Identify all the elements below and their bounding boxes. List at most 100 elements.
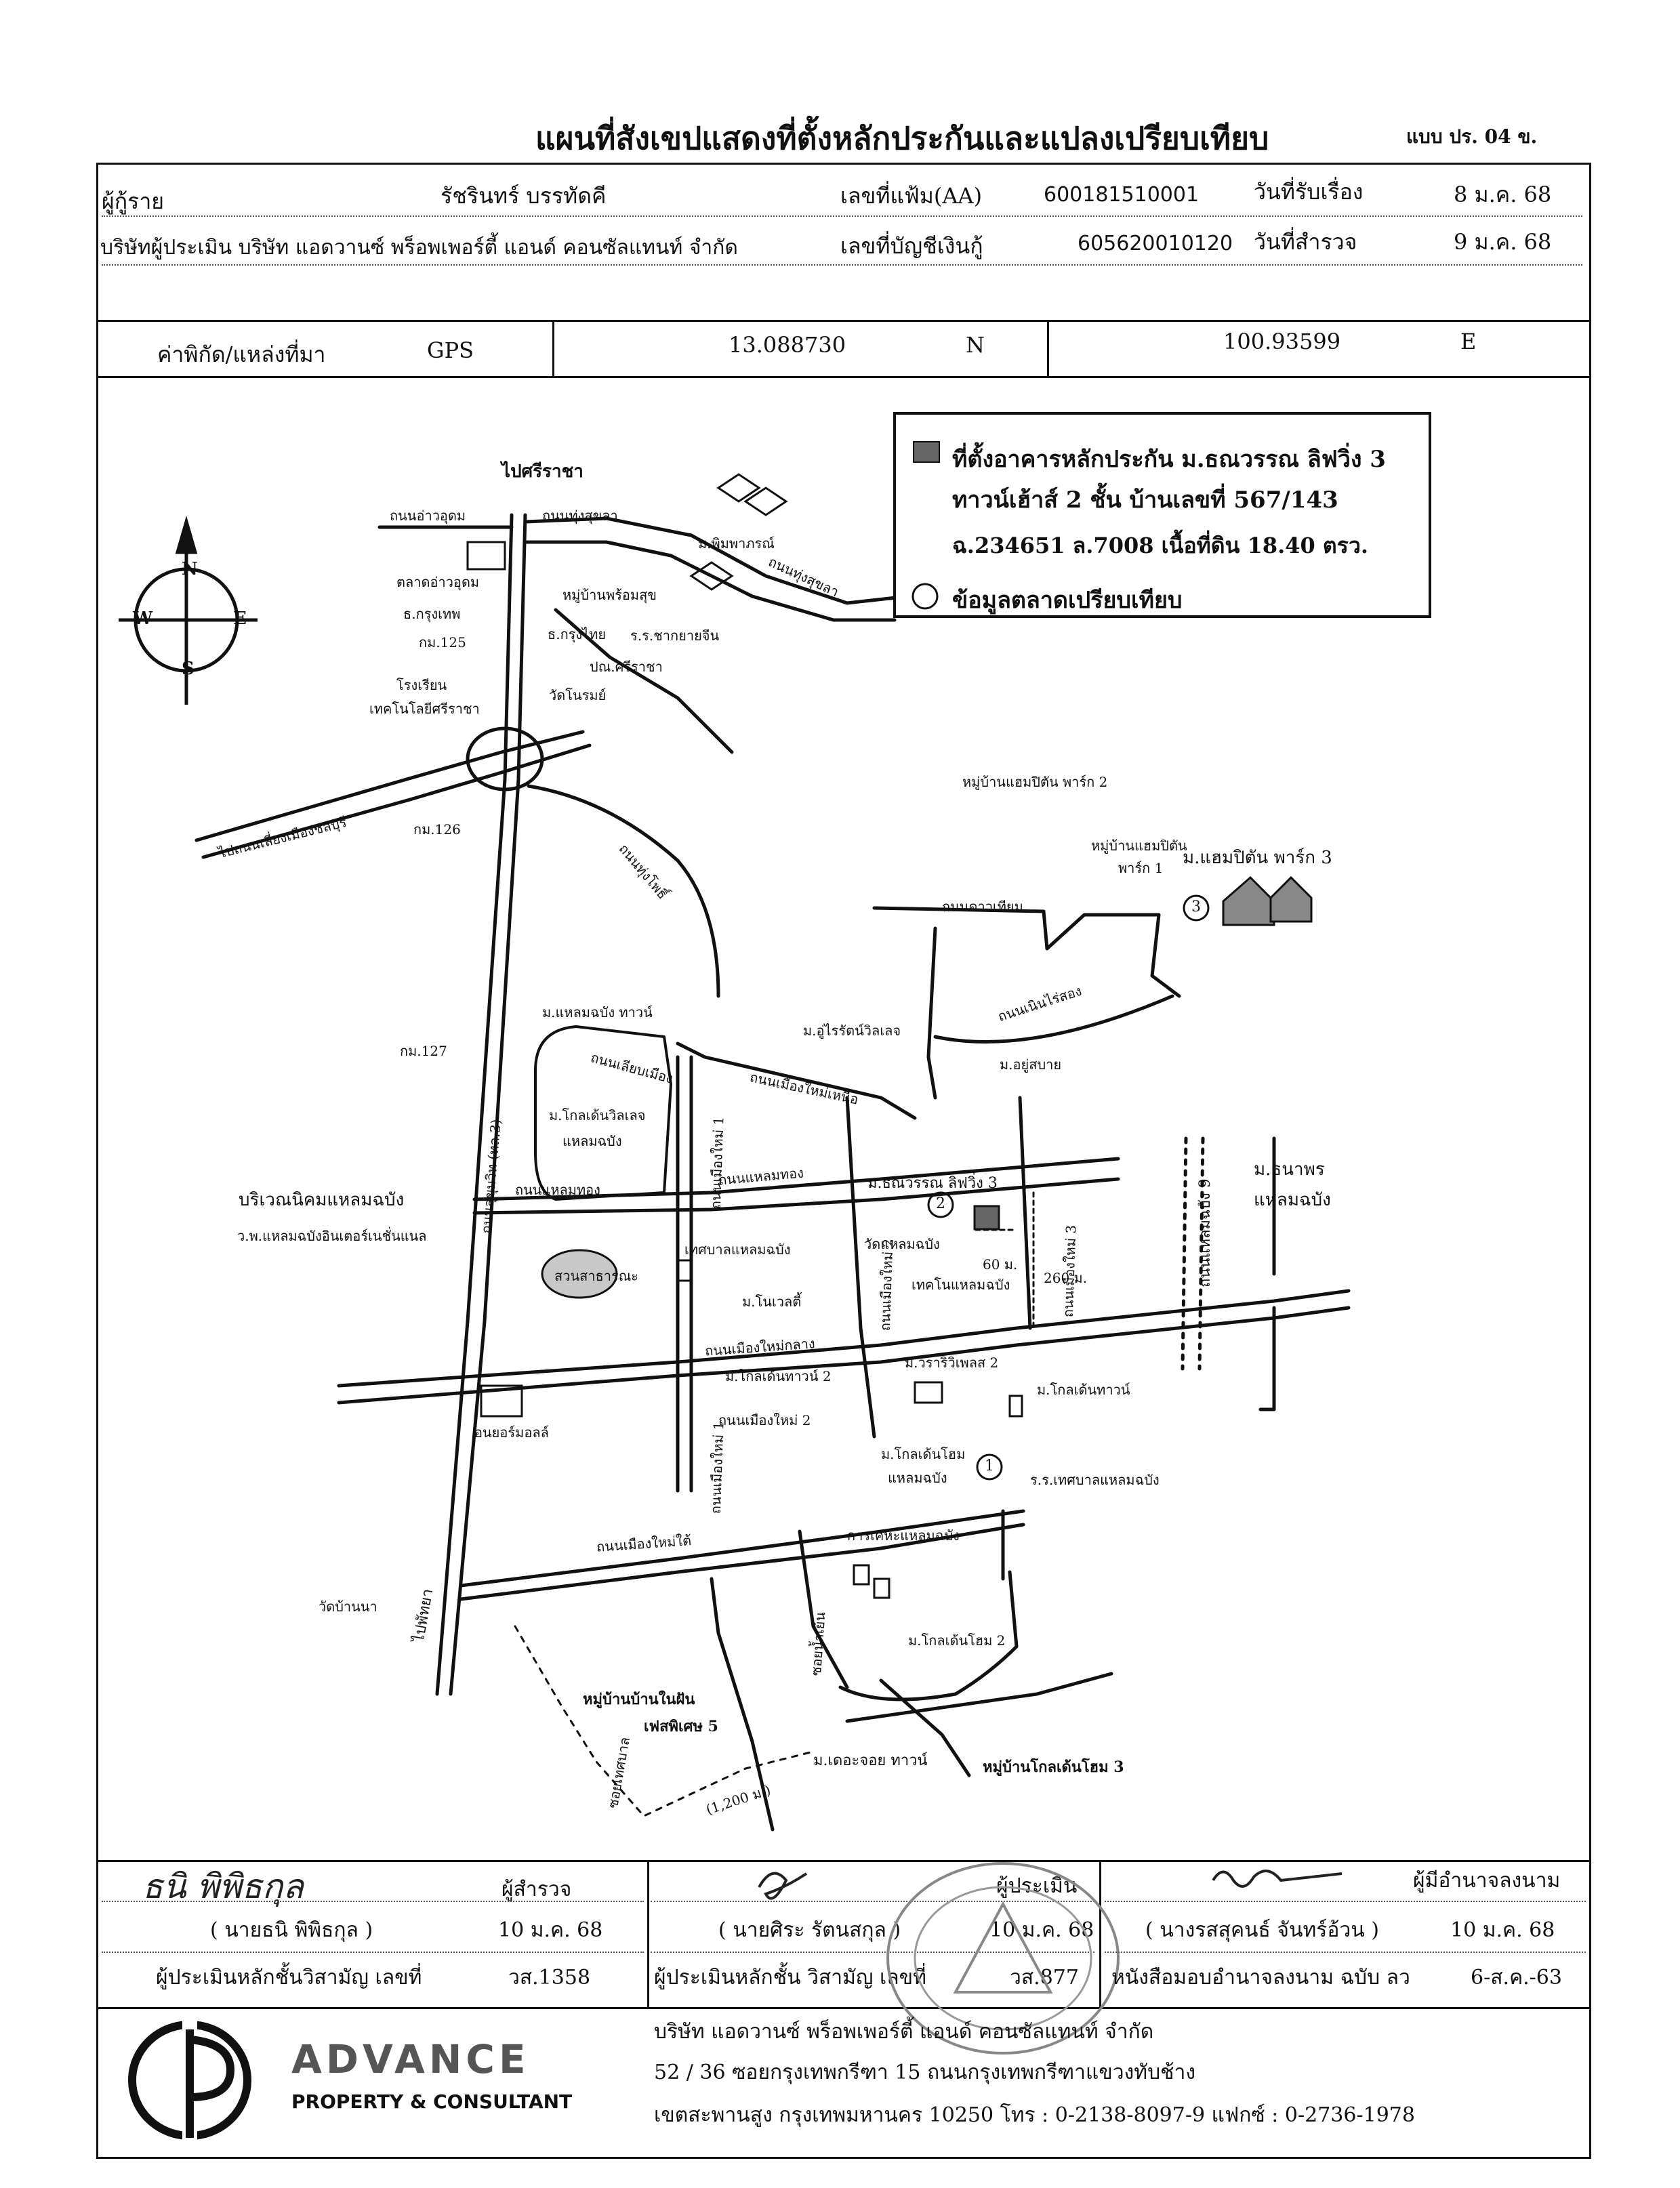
file-no: 600181510001 xyxy=(1044,183,1200,207)
comparable-marker-2: 2 xyxy=(936,1195,945,1212)
label-hospital: ว.พ.แหลมฉบังอินเตอร์เนชั่นแนล xyxy=(237,1228,427,1244)
label-park: สวนสาธารณะ xyxy=(554,1268,639,1284)
compass-w: W xyxy=(133,608,153,629)
subject-property-icon xyxy=(973,1205,1000,1231)
latitude: 13.088730 xyxy=(729,332,846,358)
label-golden-village2: แหลมฉบัง xyxy=(562,1133,622,1149)
label-thung-sukhla-road1: ถนนทุ่งสุขลา xyxy=(542,508,618,524)
coords-source: GPS xyxy=(427,337,474,363)
surveyor-title: ผู้ประเมินหลักชั้นวิสามัญ เลขที่ xyxy=(156,1966,422,1989)
label-thanaporn1: ม.ธนาพร xyxy=(1254,1159,1325,1180)
label-km125: กม.125 xyxy=(419,634,466,651)
label-ou-ratsamee: ม.อู่ไรรัตน์วิลเลจ xyxy=(803,1023,901,1039)
company-logo-subtitle: PROPERTY & CONSULTANT xyxy=(291,2090,573,2113)
label-laem-chabang-9: ถนนแหลมฉบัง 9 xyxy=(1197,1178,1214,1287)
legend-comparable: ข้อมูลตลาดเปรียบเทียบ xyxy=(952,587,1183,614)
outer-frame xyxy=(96,163,1591,2159)
company-name: บริษัท แอดวานซ์ พร็อพเพอร์ตี้ แอนด์ คอนซ… xyxy=(654,2020,1154,2044)
label-tech-school2: เทคโนโลยีศรีราชา xyxy=(369,701,480,717)
authority-role: ผู้มีอำนาจลงนาม xyxy=(1413,1869,1561,1893)
label-golden-home3b: หมู่บ้านโกลเด้นโฮม 3 xyxy=(983,1758,1124,1776)
survey-date: 9 ม.ค. 68 xyxy=(1454,229,1552,255)
legend-subject-swatch xyxy=(913,441,940,463)
authority-signature xyxy=(1212,1870,1343,1888)
page-title: แผนที่สังเขปแสดงที่ตั้งหลักประกันและแปลง… xyxy=(535,120,1269,157)
compass-s: S xyxy=(182,659,194,679)
label-golden-town2: ม.โกลเด้นทาวน์ 2 xyxy=(725,1368,832,1384)
surveyor-license: วส.1358 xyxy=(508,1966,591,1989)
comparable-marker-3: 3 xyxy=(1191,899,1201,915)
label-krungthai-bank: ธ.กรุงไทย xyxy=(548,626,607,642)
account-label: เลขที่บัญชีเงินกู้ xyxy=(840,233,983,259)
label-golden-town: ม.โกลเด้นทาวน์ xyxy=(1037,1382,1130,1398)
label-laem-chabang-school: ร.ร.เทศบาลแหลมฉบัง xyxy=(1030,1472,1160,1488)
label-anyor-mall: อนยอร์มอลล์ xyxy=(474,1424,549,1441)
surveyor-date: 10 ม.ค. 68 xyxy=(498,1918,603,1942)
label-nam-san-village1: หมู่บ้านบ้านในฝัน xyxy=(583,1691,695,1708)
appraiser-company: บริษัทผู้ประเมิน บริษัท แอดวานซ์ พร็อพเพ… xyxy=(100,236,738,260)
latitude-dir: N xyxy=(966,332,985,358)
label-hemphit-park1a: หมู่บ้านแฮมปิตัน xyxy=(1091,838,1187,854)
label-ao-udom-road: ถนนอ่าวอุดม xyxy=(390,508,466,524)
label-phimphaporn: ม.พิมพาภรณ์ xyxy=(698,535,775,552)
label-nam-san-village2: เฟสพิเศษ 5 xyxy=(644,1718,718,1735)
authority-doc-date: 6-ส.ค.-63 xyxy=(1471,1966,1562,1989)
label-golden-home1: ม.โกลเด้นโฮม xyxy=(881,1446,966,1462)
appraiser-date: 10 ม.ค. 68 xyxy=(989,1918,1094,1942)
label-chak-yai-school: ร.ร.ชากยายจีน xyxy=(630,627,720,644)
longitude: 100.93599 xyxy=(1223,329,1341,354)
legend-subject-line3: ฉ.234651 ล.7008 เนื้อที่ดิน 18.40 ตรว. xyxy=(952,533,1368,558)
label-tech-laem-chabang: เทคโนแหลมฉบัง xyxy=(911,1277,1010,1293)
label-mueang-mai-2b: ถนนเมืองใหม่ 2 xyxy=(718,1412,811,1428)
label-km126: กม.126 xyxy=(413,821,461,838)
label-distance-60: 60 ม. xyxy=(983,1256,1018,1273)
surveyor-role: ผู้สำรวจ xyxy=(501,1878,572,1901)
form-number: แบบ ปร. 04 ข. xyxy=(1406,125,1538,148)
label-km127: กม.127 xyxy=(400,1043,447,1059)
label-golden-village1: ม.โกลเด้นวิลเลจ xyxy=(549,1107,646,1123)
label-soi-nam-yen: ซอยน้ำเย็น xyxy=(807,1611,829,1676)
label-wat-mairom: วัดโนรมย์ xyxy=(549,687,607,703)
legend-box xyxy=(893,412,1431,618)
label-golden-home2: แหลมฉบัง xyxy=(888,1470,947,1486)
coords-label: ค่าพิกัด/แหล่งที่มา xyxy=(157,342,326,367)
account-no: 605620010120 xyxy=(1078,232,1233,255)
appraiser-license: วส.877 xyxy=(1010,1966,1079,1989)
compass-n: N xyxy=(182,559,198,579)
received-label: วันที่รับเรื่อง xyxy=(1254,179,1364,205)
label-mueang-mai-1: ถนนเมืองใหม่ 1 xyxy=(707,1116,727,1210)
label-sriracha-police: ปณ.ศรีราชา xyxy=(590,659,663,675)
company-contact: เขตสะพานสูง กรุงเทพมหานคร 10250 โทร : 0-… xyxy=(654,2103,1415,2127)
label-mueang-mai-1b: ถนนเมืองใหม่ 1 xyxy=(707,1421,727,1514)
longitude-dir: E xyxy=(1460,329,1477,354)
compass-e: E xyxy=(233,608,247,629)
label-wat-laem-chabang: วัดแหลมฉบัง xyxy=(864,1236,940,1252)
label-ao-udom-market: ตลาดอ่าวอุดม xyxy=(396,574,480,590)
label-laem-chabang-town: ม.แหลมฉบัง ทาวน์ xyxy=(542,1004,653,1020)
company-logo-icon xyxy=(128,2019,251,2141)
surveyor-name: ( นายธนิ พิพิธกุล ) xyxy=(210,1918,373,1942)
file-no-label: เลขที่แฟ้ม(AA) xyxy=(840,183,983,209)
label-hemphit-park2: หมู่บ้านแฮมปิตัน พาร์ก 2 xyxy=(962,774,1108,790)
label-the-joy-town: ม.เดอะจอย ทาวน์ xyxy=(813,1752,928,1769)
company-logo-name: ADVANCE xyxy=(291,2036,530,2082)
label-industrial-estate: บริเวณนิคมแหลมฉบัง xyxy=(239,1190,405,1210)
label-hemphit-park3: ม.แฮมปิตัน พาร์ก 3 xyxy=(1183,848,1332,868)
label-to-sriracha: ไปศรีราชา xyxy=(501,461,583,482)
label-thanawan3: ม.ธณวรรณ ลิฟวิ่ง 3 xyxy=(867,1175,998,1192)
label-golden-home3: ม.โกลเด้นโฮม 2 xyxy=(908,1632,1006,1649)
appraiser-name: ( นายศิระ รัตนสกุล ) xyxy=(718,1918,901,1942)
authority-name: ( นางรสสุคนธ์ จันทร์อ้วน ) xyxy=(1145,1918,1379,1942)
label-wararin-place2: ม.วราริวิเพลส 2 xyxy=(905,1355,999,1371)
legend-comparable-circle xyxy=(911,583,939,610)
park-oval xyxy=(541,1249,618,1299)
label-wat-ban-na: วัดบ้านนา xyxy=(319,1598,377,1615)
received-date: 8 ม.ค. 68 xyxy=(1454,182,1552,207)
surveyor-signature: ธนิ พิพิธกุล xyxy=(142,1867,304,1906)
legend-subject-line1: ที่ตั้งอาคารหลักประกัน ม.ธณวรรณ ลิฟวิ่ง … xyxy=(952,446,1386,473)
label-laem-thong-road1: ถนนแหลมทอง xyxy=(515,1182,600,1198)
label-thanaporn2: แหลมฉบัง xyxy=(1254,1190,1331,1210)
company-address: 52 / 36 ซอยกรุงเทพกรีฑา 15 ถนนกรุงเทพกรี… xyxy=(654,2061,1195,2084)
label-ou-sabai: ม.อยู่สบาย xyxy=(1000,1056,1062,1073)
label-novaville: ม.โนเวลตี้ xyxy=(742,1294,802,1310)
